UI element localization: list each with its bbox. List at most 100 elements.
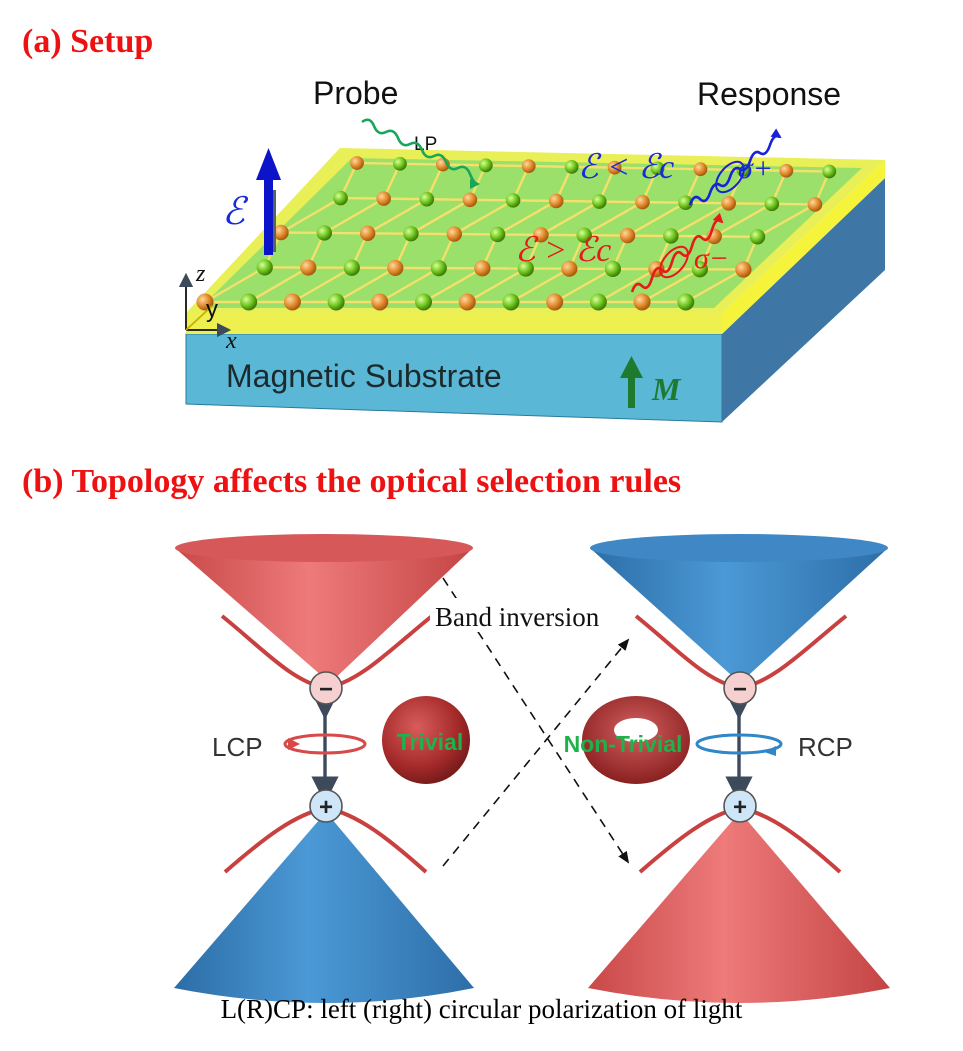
lattice-atom-green xyxy=(256,259,273,276)
lattice-bond xyxy=(583,201,644,237)
lattice-atom-orange xyxy=(521,159,536,174)
left-minus-badge: − xyxy=(309,671,343,705)
magnetic-substrate xyxy=(185,178,885,423)
lattice-atom-orange xyxy=(350,156,364,170)
lattice-atom-green xyxy=(604,260,621,277)
panel-a-title: (a) Setup xyxy=(22,23,153,60)
lattice-atom-green xyxy=(564,159,579,174)
non-trivial-label: Non-Trivial xyxy=(564,731,683,757)
lattice-bond xyxy=(466,267,527,304)
lattice-atom-orange xyxy=(376,191,391,206)
band-inversion-label: Band inversion xyxy=(435,602,600,632)
lattice-atom-green xyxy=(517,260,534,277)
lattice-atom-orange xyxy=(548,193,564,209)
substrate-label: Magnetic Substrate xyxy=(226,358,502,394)
response-label: Response xyxy=(697,76,841,112)
svg-text:−: − xyxy=(733,676,747,703)
lattice-atom-green xyxy=(677,293,695,311)
lattice-atom-orange xyxy=(446,226,462,242)
lattice-bond xyxy=(571,165,615,169)
axis-z-label: z xyxy=(195,261,206,287)
lattice-atom-green xyxy=(678,195,693,210)
lattice-bond xyxy=(496,199,557,236)
lattice-atom-orange xyxy=(779,163,794,178)
lattice-bond xyxy=(528,164,572,169)
panel-b: (b) Topology affects the optical selecti… xyxy=(22,463,890,1003)
lattice-atom-orange xyxy=(387,259,404,277)
lp-label: LP xyxy=(414,134,437,155)
lattice-bond xyxy=(554,267,614,304)
lattice-atom-orange xyxy=(462,192,478,208)
magnetization-arrow xyxy=(620,356,643,408)
lattice-bond xyxy=(670,202,730,238)
coordinate-axes xyxy=(178,272,232,338)
lattice-atom-orange xyxy=(283,293,301,311)
svg-text:+: + xyxy=(319,794,333,821)
lattice-bond xyxy=(713,202,773,238)
lattice-atom-orange xyxy=(735,261,752,278)
lattice-atom-green xyxy=(430,260,447,277)
lattice-atom-orange xyxy=(273,224,289,241)
lattice-atom-green xyxy=(343,259,360,276)
lattice-bond xyxy=(641,268,701,304)
right-plus-badge: + xyxy=(723,789,757,823)
lattice-bond xyxy=(335,266,396,304)
lattice-atom-green xyxy=(749,229,766,245)
lattice-atom-orange xyxy=(807,197,823,212)
lattice-bond xyxy=(291,266,353,304)
sigma-plus-wave xyxy=(688,128,782,206)
lattice-bond xyxy=(399,162,443,166)
lattice-bond xyxy=(280,197,342,234)
rcp-ring xyxy=(695,733,783,756)
lattice-bond xyxy=(657,167,701,171)
panel-a: (a) Setup ℰ Probe Response LP xyxy=(22,23,885,423)
right-valence-cone xyxy=(588,805,890,1003)
lattice-bond xyxy=(597,268,657,304)
lattice-bond xyxy=(367,198,428,235)
left-plus-badge: + xyxy=(309,789,343,823)
lattice-atom-orange xyxy=(721,195,736,211)
lattice-atom-green xyxy=(489,226,506,243)
lattice-atom-orange xyxy=(635,194,650,210)
non-trivial-torus xyxy=(582,696,690,784)
lattice-atom-orange xyxy=(607,160,622,175)
svg-text:+: + xyxy=(733,794,747,821)
lattice-bond xyxy=(786,169,830,173)
lattice-bond xyxy=(614,166,658,170)
figure-caption: L(R)CP: left (right) circular polarizati… xyxy=(220,994,743,1024)
lattice-atom-green xyxy=(589,293,607,311)
lattice-atom-green xyxy=(316,225,333,241)
lattice-bond xyxy=(204,266,266,304)
lattice-atom-green xyxy=(505,193,521,208)
lcp-ring xyxy=(283,733,367,755)
condition-above: ℰ > ℰc xyxy=(515,232,611,269)
lattice-bond xyxy=(756,203,816,238)
lattice-bond xyxy=(248,266,309,304)
field-symbol: ℰ xyxy=(222,191,249,233)
lattice-bond xyxy=(540,200,600,236)
right-conduction-cone xyxy=(590,534,888,691)
panel-b-title: (b) Topology affects the optical selecti… xyxy=(22,463,681,500)
electric-field-arrow xyxy=(256,148,281,255)
lattice-bond xyxy=(510,267,570,304)
lattice-atom-green xyxy=(403,225,419,242)
lattice-atom-orange xyxy=(546,293,564,311)
lattice-atom-green xyxy=(576,227,592,243)
lattice-atom-green xyxy=(333,190,348,206)
sigma-minus-wave xyxy=(630,212,724,293)
axis-y-label: y xyxy=(206,296,218,323)
lattice-atom-orange xyxy=(300,259,317,276)
lattice-bond xyxy=(453,199,514,236)
lattice-bond xyxy=(356,161,400,165)
lattice-atom-green xyxy=(663,228,679,244)
lattice-atom-orange xyxy=(619,227,636,244)
lattice-atom-green xyxy=(502,293,520,311)
probe-wave xyxy=(361,118,480,189)
lattice-atom-orange xyxy=(693,162,708,177)
svg-text:−: − xyxy=(319,676,333,703)
lattice-atom-orange xyxy=(533,227,549,243)
lattice-atom-green xyxy=(764,196,780,212)
lattice-atom-green xyxy=(650,161,665,176)
left-valence-cone xyxy=(174,805,474,1003)
